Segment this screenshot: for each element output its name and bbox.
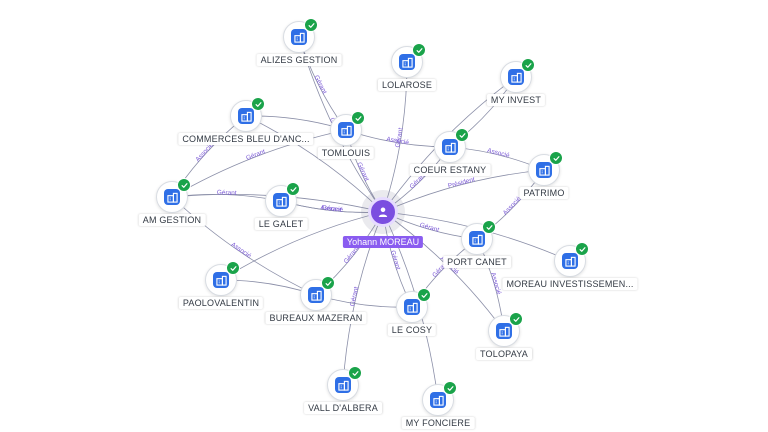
company-node-portcanet[interactable] [461, 220, 496, 255]
edge-label: Gérant [394, 127, 404, 148]
building-icon [536, 162, 552, 178]
company-label[interactable]: MY FONCIERE [401, 417, 475, 429]
company-label[interactable]: PORT CANET [443, 256, 511, 268]
company-label[interactable]: ALIZES GESTION [256, 54, 342, 66]
building-icon [562, 253, 578, 269]
center-person-node[interactable] [368, 197, 398, 227]
company-label[interactable]: VALL D'ALBERA [304, 402, 382, 414]
company-node-myinvest[interactable] [500, 58, 535, 93]
building-icon [238, 108, 254, 124]
check-circle-icon [521, 58, 535, 72]
company-node-patrimo[interactable] [528, 151, 563, 186]
check-circle-icon [549, 151, 563, 165]
check-circle-icon [286, 182, 300, 196]
edge-label: Associé [386, 136, 410, 147]
check-circle-icon [226, 261, 240, 275]
building-icon [469, 231, 485, 247]
company-node-moreauinv[interactable] [554, 242, 589, 277]
building-icon [442, 139, 458, 155]
building-icon [399, 54, 415, 70]
edge-label: Associé [320, 204, 344, 213]
building-icon [213, 272, 229, 288]
company-node-paolovalentin[interactable] [205, 261, 240, 296]
edge-label: Gérant [313, 74, 328, 95]
company-label[interactable]: COMMERCES BLEU D'ANC... [178, 133, 314, 145]
edge-center-vall [342, 211, 384, 386]
check-circle-icon [509, 312, 523, 326]
check-circle-icon [351, 111, 365, 125]
edge-label: Associé [486, 147, 510, 159]
check-circle-icon [251, 97, 265, 111]
company-label[interactable]: AM GESTION [138, 214, 206, 226]
company-label[interactable]: BUREAUX MAZERAN [265, 312, 367, 324]
check-circle-icon [304, 18, 318, 32]
company-node-alizes[interactable] [283, 18, 318, 53]
building-icon [430, 392, 446, 408]
company-label[interactable]: MOREAU INVESTISSEMEN... [502, 278, 638, 290]
edge-center-patrimo [382, 169, 545, 213]
company-label[interactable]: LE GALET [254, 218, 308, 230]
company-node-bureaux[interactable] [300, 276, 335, 311]
check-circle-icon [348, 366, 362, 380]
company-label[interactable]: COEUR ESTANY [409, 164, 491, 176]
check-circle-icon [321, 276, 335, 290]
company-label[interactable]: TOMLOUIS [317, 147, 375, 159]
edge-label: Gérant [419, 222, 440, 234]
building-icon [164, 189, 180, 205]
company-node-coeur[interactable] [434, 128, 469, 163]
building-icon [335, 377, 351, 393]
building-icon [338, 122, 354, 138]
company-node-legalet[interactable] [265, 182, 300, 217]
edge-label: Gérant [245, 148, 266, 162]
company-label[interactable]: LE COSY [387, 324, 437, 336]
person-icon [378, 207, 388, 217]
check-circle-icon [575, 242, 589, 256]
check-circle-icon [412, 43, 426, 57]
check-circle-icon [455, 128, 469, 142]
company-node-lolarose[interactable] [391, 43, 426, 78]
building-icon [404, 299, 420, 315]
check-circle-icon [443, 381, 457, 395]
edge-tomlouis-amgestion [171, 129, 347, 198]
company-node-tolopaya[interactable] [488, 312, 523, 347]
edge-label: Président [447, 176, 476, 190]
check-circle-icon [417, 288, 431, 302]
edge-label: Gérant [217, 189, 237, 197]
center-person-label[interactable]: Yohann MOREAU [342, 236, 424, 248]
edge-label: Gérant [343, 245, 361, 265]
check-circle-icon [482, 220, 496, 234]
building-icon [291, 29, 307, 45]
building-icon [496, 323, 512, 339]
company-label[interactable]: MY INVEST [486, 94, 546, 106]
company-node-commerces[interactable] [230, 97, 265, 132]
company-node-amgestion[interactable] [156, 178, 191, 213]
company-label[interactable]: TOLOPAYA [476, 348, 532, 360]
company-node-vall[interactable] [327, 366, 362, 401]
check-circle-icon [177, 178, 191, 192]
company-label[interactable]: LOLAROSE [377, 79, 437, 91]
building-icon [508, 69, 524, 85]
edge-label: Gérant [389, 250, 402, 271]
company-node-myfonciere[interactable] [422, 381, 457, 416]
edge-label: Gérant [321, 205, 342, 214]
building-icon [308, 287, 324, 303]
company-node-lecosy[interactable] [396, 288, 431, 323]
edge-label: Gérant [349, 286, 360, 307]
edge-label: Associé [230, 241, 253, 260]
company-label[interactable]: PATRIMO [519, 187, 569, 199]
company-node-tomlouis[interactable] [330, 111, 365, 146]
edge-amgestion-bureaux [171, 196, 317, 296]
edge-label: Associé [489, 272, 502, 296]
building-icon [273, 193, 289, 209]
company-label[interactable]: PAOLOVALENTIN [178, 297, 264, 309]
